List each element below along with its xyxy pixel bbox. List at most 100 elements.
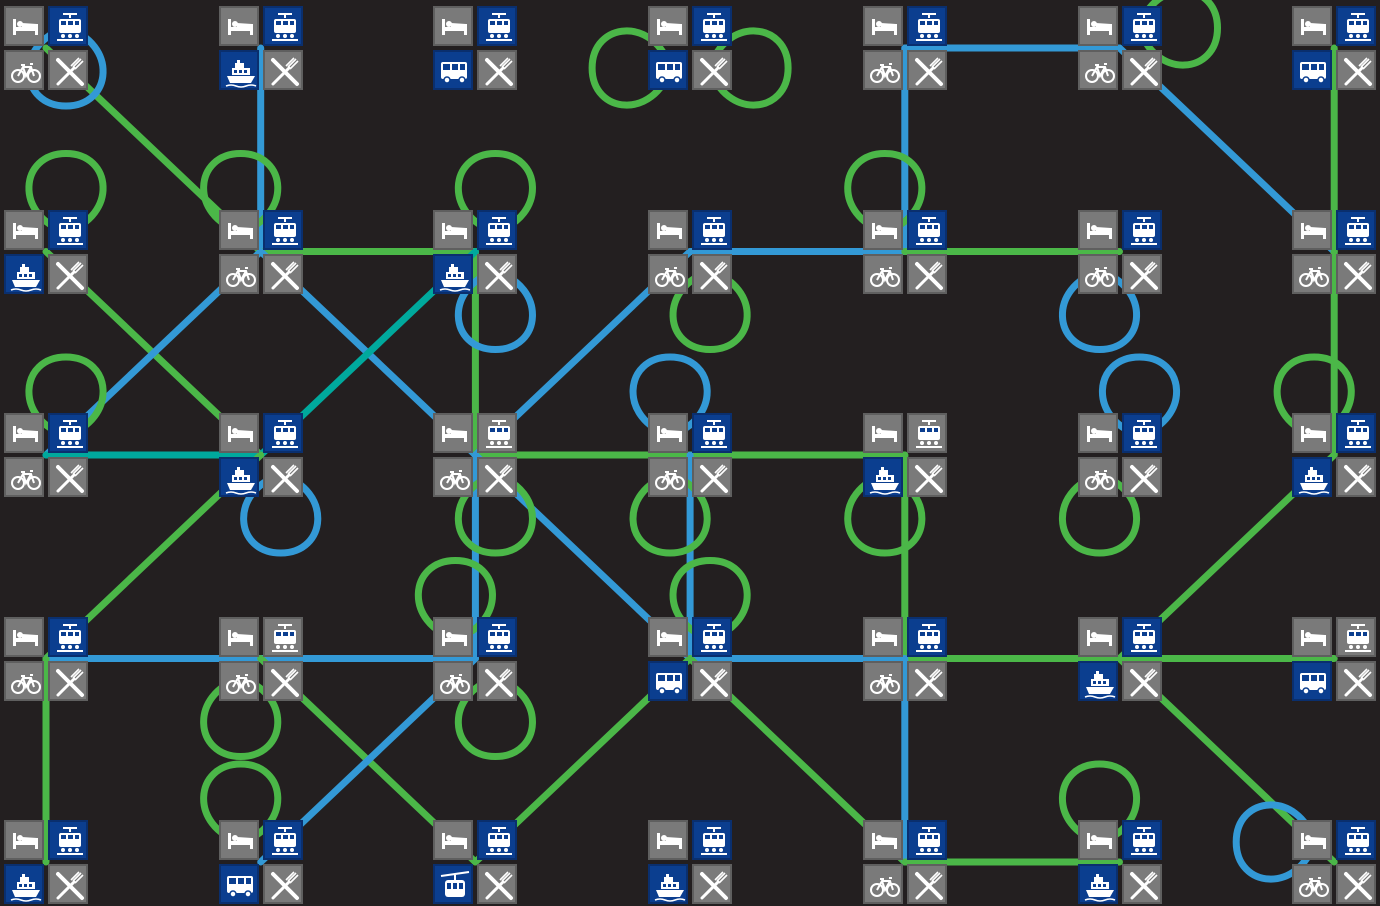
station[interactable]	[433, 616, 518, 701]
station[interactable]	[218, 413, 303, 497]
tram-icon	[57, 216, 83, 245]
station[interactable]	[218, 616, 303, 701]
bicycle-icon	[1299, 266, 1330, 287]
bed-icon	[13, 222, 38, 239]
station[interactable]	[862, 209, 947, 294]
bed-tile	[1077, 820, 1118, 860]
station[interactable]	[433, 413, 518, 497]
station[interactable]	[648, 413, 733, 497]
station[interactable]	[862, 616, 947, 701]
station[interactable]	[648, 209, 733, 294]
ferry-icon	[10, 263, 42, 292]
bed-icon	[1301, 833, 1327, 849]
fork-knife-icon	[1344, 57, 1373, 86]
station[interactable]	[648, 820, 733, 904]
tram-icon	[486, 827, 513, 855]
station[interactable]	[1292, 413, 1377, 497]
station[interactable]	[862, 6, 947, 90]
bicycle-icon	[440, 470, 471, 490]
route-loop-green	[454, 471, 536, 557]
fork-knife-tile	[1121, 660, 1162, 701]
tram-tile	[692, 413, 733, 453]
station[interactable]	[1292, 6, 1377, 90]
tram-icon	[271, 216, 298, 245]
station[interactable]	[218, 6, 303, 90]
bicycle-icon	[440, 673, 471, 694]
station[interactable]	[1077, 6, 1162, 90]
station[interactable]	[4, 616, 88, 701]
fork-knife-tile	[477, 50, 518, 90]
tram-tile	[1336, 413, 1377, 453]
bicycle-icon	[869, 877, 900, 897]
station[interactable]	[433, 820, 518, 904]
ferry-tile	[1077, 864, 1118, 904]
station[interactable]	[433, 209, 518, 294]
station[interactable]	[218, 820, 303, 904]
tram-icon	[486, 420, 513, 448]
station[interactable]	[1292, 616, 1377, 701]
station[interactable]	[4, 6, 88, 90]
bed-icon	[442, 426, 468, 442]
bed-tile	[1077, 209, 1118, 250]
tram-tile	[477, 616, 518, 657]
bed-tile	[218, 209, 259, 250]
station[interactable]	[1292, 820, 1377, 904]
bus-icon	[656, 62, 683, 84]
bed-icon	[442, 833, 468, 849]
bed-tile	[433, 209, 474, 250]
bed-icon	[871, 833, 897, 849]
fork-knife-icon	[1344, 260, 1373, 290]
tram-icon	[701, 420, 728, 448]
station[interactable]	[648, 6, 733, 90]
tram-tile	[906, 616, 947, 657]
station[interactable]	[218, 209, 303, 294]
station[interactable]	[1077, 820, 1162, 904]
tram-icon	[57, 623, 83, 652]
station[interactable]	[1077, 209, 1162, 294]
station[interactable]	[4, 413, 88, 497]
tram-icon	[701, 827, 728, 855]
station[interactable]	[862, 413, 947, 497]
bed-tile	[433, 413, 474, 453]
tram-icon	[486, 623, 513, 652]
bed-tile	[862, 209, 903, 250]
tram-tile	[692, 209, 733, 250]
tram-tile	[906, 6, 947, 46]
tram-icon	[271, 623, 298, 652]
fork-knife-tile	[906, 457, 947, 497]
fork-knife-icon	[700, 871, 729, 900]
station[interactable]	[1077, 616, 1162, 701]
bicycle-icon	[869, 673, 900, 694]
fork-knife-icon	[1129, 871, 1158, 900]
station[interactable]	[4, 820, 88, 904]
station[interactable]	[433, 6, 518, 90]
station[interactable]	[4, 209, 88, 294]
bus-icon	[441, 62, 468, 84]
station[interactable]	[648, 616, 733, 701]
fork-knife-tile	[477, 457, 518, 497]
bed-icon	[871, 629, 897, 646]
station[interactable]	[862, 820, 947, 904]
fork-knife-tile	[1336, 864, 1377, 904]
fork-knife-icon	[270, 464, 299, 493]
bicycle-tile	[648, 457, 689, 497]
fork-knife-icon	[1344, 667, 1373, 697]
ferry-tile	[433, 253, 474, 294]
bicycle-tile	[862, 864, 903, 904]
bicycle-icon	[869, 63, 900, 83]
station[interactable]	[1077, 413, 1162, 497]
fork-knife-tile	[1121, 253, 1162, 294]
bicycle-icon	[1084, 266, 1115, 287]
ferry-icon	[1084, 670, 1115, 699]
fork-knife-tile	[906, 864, 947, 904]
route-loop-blue	[629, 353, 711, 439]
tram-tile	[692, 6, 733, 46]
station[interactable]	[1292, 209, 1377, 294]
fork-knife-icon	[485, 871, 514, 900]
tram-icon	[1130, 623, 1157, 652]
tram-icon	[1345, 216, 1372, 245]
ferry-tile	[4, 864, 44, 904]
tram-tile	[1121, 209, 1162, 250]
route-loop-green	[200, 675, 282, 761]
route-loop-green	[454, 675, 536, 761]
